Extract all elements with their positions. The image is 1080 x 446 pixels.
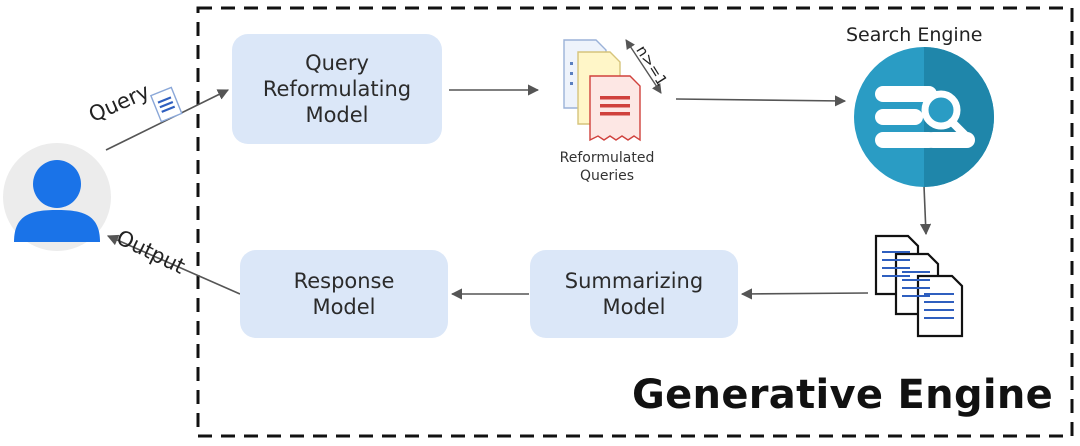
arrow-queries-to-search xyxy=(675,95,847,107)
query-reformulating-model-label: Query Reformulating Model xyxy=(262,50,412,128)
documents-stack-icon xyxy=(874,234,964,338)
stacked-queries-icon xyxy=(563,39,641,142)
n-double-arrow xyxy=(625,39,662,94)
summarizing-model-label: Summarizing Model xyxy=(564,268,704,319)
generative-engine-label: Generative Engine xyxy=(632,372,1054,418)
response-model-label: Response Model xyxy=(293,268,395,319)
document-icon xyxy=(150,86,183,123)
user-icon xyxy=(3,143,111,251)
search-engine-icon xyxy=(854,47,994,187)
output-arrow xyxy=(106,234,241,295)
generative-engine-container xyxy=(196,6,1074,438)
reformulated-queries-label: Reformulated Queries xyxy=(559,150,655,184)
arrow-search-to-docs xyxy=(919,185,932,236)
response-model-box: Response Model xyxy=(240,250,448,338)
query-reformulating-model-box: Query Reformulating Model xyxy=(232,34,442,144)
arrow-docs-to-summarizing xyxy=(740,288,869,300)
search-engine-label: Search Engine xyxy=(846,24,983,46)
summarizing-model-box: Summarizing Model xyxy=(530,250,738,338)
